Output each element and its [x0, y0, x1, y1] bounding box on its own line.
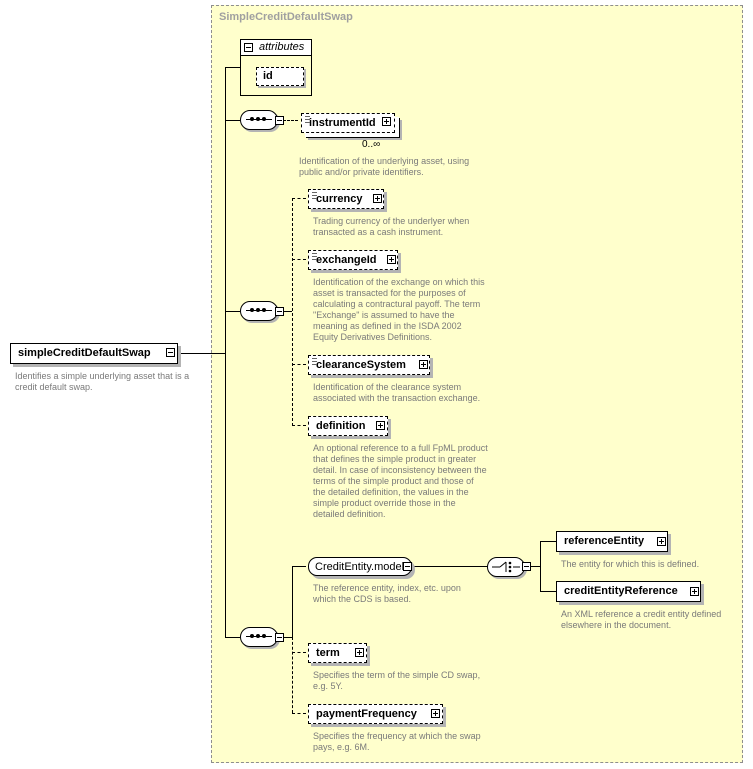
paymentfrequency-connector — [292, 713, 306, 714]
element-currency[interactable]: currency — [308, 189, 384, 209]
creditentityreference-expand-icon[interactable] — [690, 587, 699, 596]
clearancesystem-expand-icon[interactable] — [419, 360, 428, 369]
element-exchangeid[interactable]: exchangeId — [308, 250, 398, 270]
currency-label: currency — [316, 193, 363, 205]
element-creditentityreference[interactable]: creditEntityReference — [556, 581, 701, 602]
creditentityreference-label: creditEntityReference — [564, 585, 678, 597]
element-definition[interactable]: definition — [308, 416, 388, 436]
term-expand-icon[interactable] — [355, 648, 364, 657]
seq2-trunk — [292, 198, 293, 426]
choice-collapse-icon[interactable] — [522, 562, 531, 571]
creditentity-connector — [292, 566, 306, 567]
seq3-connector — [225, 637, 240, 638]
attributes-connector — [225, 67, 240, 68]
element-paymentfrequency[interactable]: paymentFrequency — [308, 704, 443, 724]
currency-connector — [292, 198, 306, 199]
main-trunk-line — [225, 67, 226, 637]
exchangeid-label: exchangeId — [316, 254, 377, 266]
definition-description: An optional reference to a full FpML pro… — [313, 443, 488, 519]
exchangeid-description: Identification of the exchange on which … — [313, 277, 485, 342]
definition-label: definition — [316, 420, 366, 432]
attributes-label: attributes — [259, 41, 305, 53]
seq2-branch — [283, 311, 292, 312]
definition-expand-icon[interactable] — [376, 421, 385, 430]
seq3-solid-trunk — [292, 566, 293, 637]
instrumentid-expand-icon[interactable] — [382, 117, 391, 126]
group-connector — [413, 566, 488, 567]
creditentityreference-description: An XML reference a credit entity defined… — [561, 609, 722, 630]
creditentity-model-collapse-icon[interactable] — [403, 562, 412, 571]
attributes-collapse-icon[interactable] — [244, 43, 253, 52]
sequence-2-collapse-icon[interactable] — [275, 307, 284, 316]
complex-type-panel — [211, 5, 743, 763]
sequence-compositor-1[interactable] — [240, 110, 278, 130]
complex-type-title: SimpleCreditDefaultSwap — [219, 11, 353, 23]
seq1-connector — [225, 120, 240, 121]
root-description: Identifies a simple underlying asset tha… — [15, 371, 190, 392]
sequence-1-collapse-icon[interactable] — [275, 116, 284, 125]
root-collapse-icon[interactable] — [166, 348, 175, 357]
element-referenceentity[interactable]: referenceEntity — [556, 531, 668, 552]
attributes-header: attributes — [240, 39, 312, 56]
referenceentity-label: referenceEntity — [564, 535, 645, 547]
paymentfrequency-expand-icon[interactable] — [431, 709, 440, 718]
term-connector — [292, 652, 306, 653]
choice-trunk — [540, 541, 541, 591]
choice-compositor[interactable] — [487, 557, 525, 577]
sequence-compositor-2[interactable] — [240, 301, 278, 321]
referenceentity-expand-icon[interactable] — [657, 537, 666, 546]
element-clearancesystem[interactable]: clearanceSystem — [308, 355, 430, 375]
seq2-connector — [225, 311, 240, 312]
currency-expand-icon[interactable] — [373, 194, 382, 203]
term-description: Specifies the term of the simple CD swap… — [313, 670, 481, 691]
sequence-3-collapse-icon[interactable] — [275, 633, 284, 642]
seq3-branch — [283, 637, 292, 638]
root-element-label: simpleCreditDefaultSwap — [18, 347, 151, 359]
exchangeid-connector — [292, 259, 306, 260]
clearancesystem-connector — [292, 364, 306, 365]
sequence-compositor-3[interactable] — [240, 627, 278, 647]
root-connector — [176, 353, 225, 354]
seq3-dashed-trunk — [292, 637, 293, 713]
attribute-id[interactable]: id — [256, 67, 304, 86]
group-creditentity-model[interactable]: CreditEntity.model — [308, 557, 412, 576]
referenceentity-connector — [540, 541, 556, 542]
element-instrumentid[interactable]: instrumentId — [301, 113, 395, 133]
exchangeid-expand-icon[interactable] — [387, 255, 396, 264]
choice-icon — [492, 561, 520, 573]
instrumentid-label: instrumentId — [309, 117, 376, 129]
clearancesystem-label: clearanceSystem — [316, 359, 406, 371]
term-label: term — [316, 647, 340, 659]
instrumentid-multiplicity: 0..∞ — [362, 139, 381, 150]
paymentfrequency-label: paymentFrequency — [316, 708, 417, 720]
root-element[interactable]: simpleCreditDefaultSwap — [10, 343, 178, 364]
element-term[interactable]: term — [308, 643, 367, 663]
creditentityreference-connector — [540, 591, 556, 592]
referenceentity-description: The entity for which this is defined. — [561, 559, 700, 569]
creditentity-model-label: CreditEntity.model — [315, 561, 405, 573]
definition-connector — [292, 425, 306, 426]
choice-branch — [531, 566, 540, 567]
paymentfrequency-description: Specifies the frequency at which the swa… — [313, 731, 481, 752]
instrumentid-connector — [283, 120, 298, 121]
instrumentid-description: Identification of the underlying asset, … — [299, 156, 470, 177]
